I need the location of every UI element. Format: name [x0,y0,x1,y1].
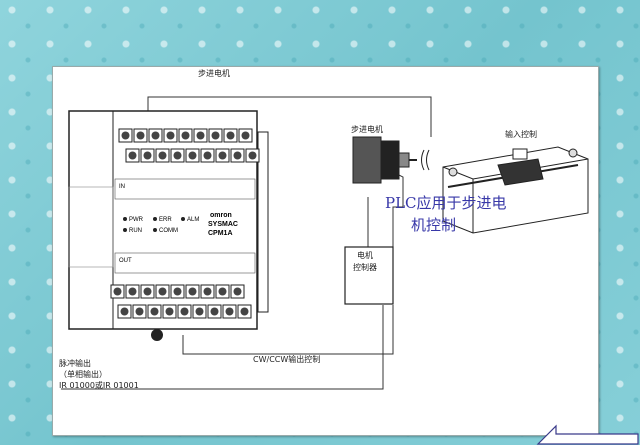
plc-terminal-screw [113,287,122,296]
plc-top-terminal-block [118,128,260,163]
diagram-slide: PWR ERR ALM RUN COMM omron SYSMAC CPM1A … [52,66,599,436]
input-control-label: 输入控制 [505,130,537,139]
plc-terminal-screw [211,131,220,140]
motor-label-top: 步进电机 [198,69,230,78]
plc-terminal-screw [226,131,235,140]
plc-indicator-comm: COMM [159,228,178,234]
plc-terminal-screw [120,307,129,316]
wiring-lines [61,96,432,390]
plc-terminal-screw [173,151,182,160]
slide-title: PLC应用于步进电 机控制 [385,193,535,237]
back-arrow-icon[interactable] [536,424,640,445]
plc-terminal-screw [233,151,242,160]
plc-terminal-screw [203,287,212,296]
plc-terminal-screw [188,151,197,160]
plc-terminal-screw [136,131,145,140]
status-leds [123,217,185,232]
plc-terminal-screw [240,307,249,316]
plc-indicator-pwr: PWR [129,217,144,223]
plc-terminal-screw [158,287,167,296]
plc-terminal-screw [166,131,175,140]
plc-terminal-screw [210,307,219,316]
plc-terminal-screw [248,151,257,160]
plc-terminal-screw [195,307,204,316]
controller-label-line2: 控制器 [353,263,377,272]
wiring-diagram: PWR ERR ALM RUN COMM omron SYSMAC CPM1A … [61,96,589,390]
plc-terminal-screw [180,307,189,316]
pulse-output-wire [61,305,384,390]
plc-terminal-screw [233,287,242,296]
plc-terminal-screw [218,287,227,296]
slide-title-line1: PLC应用于步进电 [385,194,507,212]
plc-indicator-run: RUN [129,228,142,234]
plc-terminal-screw [241,131,250,140]
plc-terminal-screw [165,307,174,316]
plc-indicator-alm: ALM [187,217,199,223]
plc-in-header: IN [119,184,125,190]
plc-indicator-err: ERR [159,217,172,223]
plc-unit: PWR ERR ALM RUN COMM omron SYSMAC CPM1A … [68,110,269,341]
cw-ccw-label: CW/CCW输出控制 [253,355,321,364]
plc-terminal-screw [150,307,159,316]
motor-controller-box [344,246,394,305]
plc-terminal-screw [203,151,212,160]
plc-terminal-screw [225,307,234,316]
plc-brand: omron [210,212,232,219]
stepper-motor [352,136,430,184]
plc-terminal-screw [128,151,137,160]
plc-terminal-screw [218,151,227,160]
plc-terminal-screw [128,287,137,296]
plc-bottom-terminal-block [110,284,252,319]
plc-terminal-screw [181,131,190,140]
plc-model-line2: CPM1A [208,230,233,237]
controller-label-line1: 电机 [357,251,373,260]
plc-terminal-screw [143,151,152,160]
pulse-output-label: 脉冲输出 [59,359,91,368]
plc-model-line1: SYSMAC [208,221,238,228]
plc-terminal-screw [121,131,130,140]
plc-terminal-screw [158,151,167,160]
ir-address-label: IR 01000或IR 01001 [59,381,139,390]
plc-out-header: OUT [119,258,132,264]
motor-label-right: 步进电机 [351,125,383,134]
plc-terminal-screw [143,287,152,296]
plc-terminal-screw [196,131,205,140]
cw-ccw-wire [182,305,394,355]
linear-stage [442,146,589,234]
plc-terminal-screw [151,131,160,140]
slide-title-line2: 机控制 [411,215,457,234]
plc-terminal-screw [173,287,182,296]
plc-terminal-screw [135,307,144,316]
plc-mount-hole [151,329,163,341]
single-phase-label: （单相输出） [59,370,107,379]
plc-terminal-screw [188,287,197,296]
